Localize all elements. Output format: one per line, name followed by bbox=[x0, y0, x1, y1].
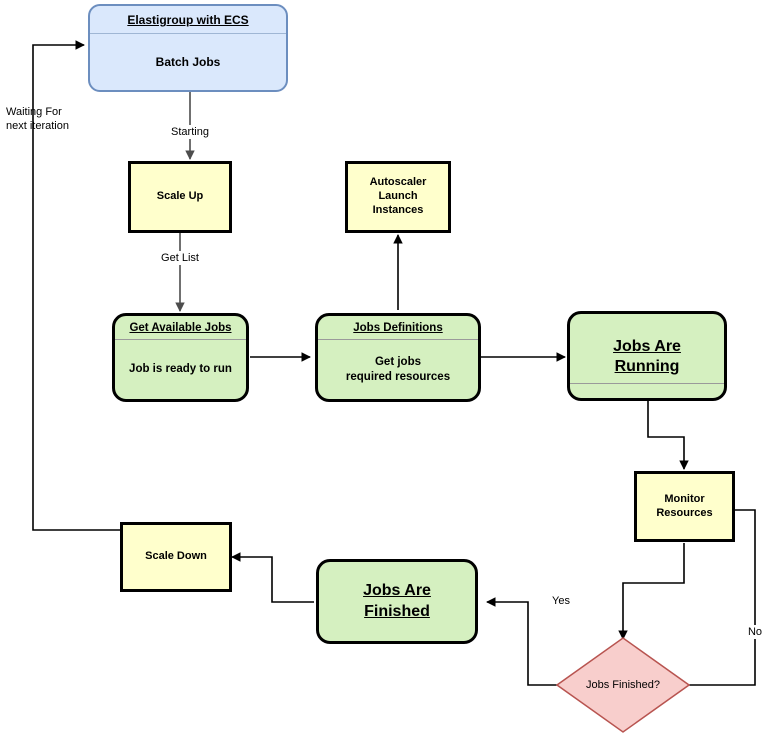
monitor-resources-label: Monitor Resources bbox=[656, 492, 713, 519]
node-jobs-finished-decision[interactable]: Jobs Finished? bbox=[556, 637, 690, 733]
node-elastigroup-with-ecs[interactable]: Elastigroup with ECS Batch Jobs bbox=[88, 4, 288, 92]
jobs-definitions-title: Jobs Definitions bbox=[318, 316, 478, 340]
edge-label-yes: Yes bbox=[546, 594, 576, 609]
jobs-definitions-body: Get jobs required resources bbox=[345, 356, 451, 383]
edge-jobs-are-finished-to-scale-down bbox=[231, 552, 314, 603]
jobs-are-running-title: Jobs Are Running bbox=[570, 329, 724, 384]
node-jobs-are-running[interactable]: Jobs Are Running bbox=[567, 311, 727, 401]
get-available-jobs-title: Get Available Jobs bbox=[115, 316, 246, 340]
elastigroup-title: Elastigroup with ECS bbox=[90, 6, 286, 34]
edge-jobs-are-running-to-monitor-resources bbox=[647, 401, 689, 470]
edge-decision-yes-to-jobs-are-finished bbox=[486, 597, 558, 686]
diamond-shape bbox=[556, 637, 690, 733]
scale-down-label: Scale Down bbox=[145, 550, 207, 563]
edge-label-no: No bbox=[743, 625, 766, 640]
edge-label-starting: Starting bbox=[158, 125, 222, 140]
jobs-are-finished-label: Jobs Are Finished bbox=[363, 581, 431, 620]
get-available-jobs-body: Job is ready to run bbox=[129, 363, 232, 376]
elastigroup-body: Batch Jobs bbox=[155, 55, 221, 69]
jobs-finished-decision-label: Jobs Finished? bbox=[586, 679, 660, 691]
autoscaler-label: Autoscaler Launch Instances bbox=[369, 176, 427, 216]
node-scale-up[interactable]: Scale Up bbox=[128, 161, 232, 233]
node-autoscaler-launch-instances[interactable]: Autoscaler Launch Instances bbox=[345, 161, 451, 233]
edge-label-waiting-for-next-iteration: Waiting For next iteration bbox=[6, 106, 69, 133]
node-jobs-are-finished[interactable]: Jobs Are Finished bbox=[316, 559, 478, 644]
scale-up-label: Scale Up bbox=[156, 190, 204, 203]
node-monitor-resources[interactable]: Monitor Resources bbox=[634, 471, 735, 542]
node-scale-down[interactable]: Scale Down bbox=[120, 522, 232, 592]
node-get-available-jobs[interactable]: Get Available Jobs Job is ready to run bbox=[112, 313, 249, 402]
edge-monitor-resources-to-decision bbox=[618, 543, 685, 640]
edge-label-get-list: Get List bbox=[148, 251, 212, 266]
node-jobs-definitions[interactable]: Jobs Definitions Get jobs required resou… bbox=[315, 313, 481, 402]
